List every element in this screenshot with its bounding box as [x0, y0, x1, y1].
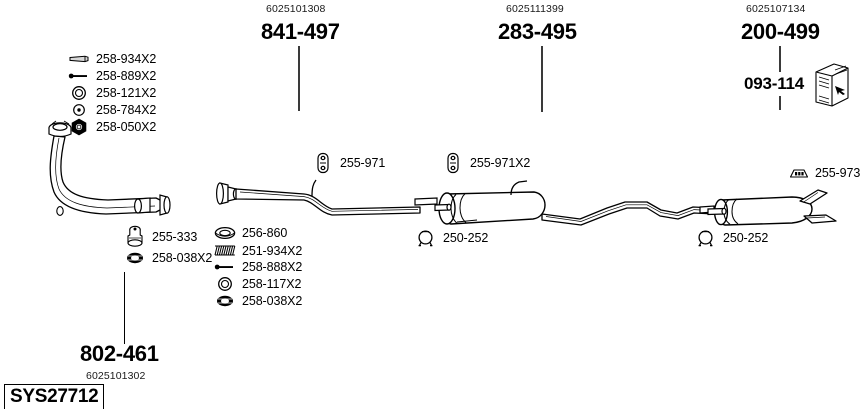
legend-label: 258-038X2	[242, 293, 303, 308]
inline-item-255-973[interactable]: 255-973	[789, 164, 860, 181]
legend-item-258-117[interactable]: 258-117X2	[214, 275, 302, 292]
leader-line-rear-silencer	[779, 46, 781, 72]
hanger-bracket-icon	[789, 165, 809, 180]
sleeve-icon	[68, 51, 90, 66]
inline-item-255-971x2[interactable]: 255-971X2	[442, 152, 531, 173]
centre-silencer-component	[414, 178, 735, 238]
oem-number-front-pipe: 6025101308	[266, 3, 326, 15]
legend-item-256-860[interactable]: 256-860	[214, 223, 302, 242]
legend-item-258-038[interactable]: 258-038X2	[124, 248, 212, 268]
inline-item-255-971[interactable]: 255-971	[312, 152, 386, 173]
bolt-icon	[68, 68, 90, 83]
legend-item-258-050[interactable]: 258-050X2	[68, 118, 156, 135]
rubber-mount-icon	[124, 225, 146, 248]
inline-label: 250-252	[443, 230, 489, 245]
part-number-heat-shield[interactable]: 093-114	[744, 74, 805, 93]
legend-label: 258-038X2	[152, 251, 213, 265]
legend-item-255-333[interactable]: 255-333	[124, 225, 212, 248]
oem-number-centre-silencer: 6025111399	[506, 3, 564, 15]
legend-item-251-934[interactable]: 251-934X2	[214, 242, 302, 259]
legend-label: 256-860	[242, 225, 288, 240]
leader-line-centre-silencer	[541, 46, 543, 112]
leader-line-bottom-callout	[124, 272, 126, 344]
flange-nut-icon	[214, 293, 236, 308]
oem-number-rear-silencer: 6025107134	[746, 3, 806, 15]
legend-item-258-934[interactable]: 258-934X2	[68, 50, 156, 67]
legend-label: 258-117X2	[242, 276, 302, 291]
legend-item-258-889[interactable]: 258-889X2	[68, 67, 156, 84]
part-number-front-pipe[interactable]: 841-497	[261, 19, 340, 44]
legend-label: 251-934X2	[242, 243, 303, 258]
legend-label: 258-121X2	[96, 85, 157, 100]
rear-silencer-component	[699, 185, 860, 240]
leader-line-heat-shield	[779, 96, 781, 110]
clamp-ring-icon	[415, 229, 437, 246]
legend-item-258-038-mid[interactable]: 258-038X2	[214, 292, 302, 309]
part-number-centre-silencer[interactable]: 283-495	[498, 19, 577, 44]
legend-label: 258-934X2	[96, 51, 157, 66]
legend-fasteners-top-left: 258-934X2 258-889X2 258-121X2	[68, 50, 156, 135]
oem-number-bottom: 6025101302	[86, 370, 146, 382]
front-pipe-component	[38, 118, 228, 233]
inline-label: 250-252	[723, 230, 769, 245]
hanger-255-971x2[interactable]: 255-971X2	[442, 152, 531, 173]
leader-line-front-pipe	[298, 46, 300, 111]
legend-front-pipe-mounts: 255-333 258-038X2	[124, 225, 212, 268]
bolt-icon	[214, 260, 236, 275]
legend-item-258-888[interactable]: 258-888X2	[214, 259, 302, 275]
flange-nut-icon	[124, 251, 146, 266]
part-number-bottom[interactable]: 802-461	[80, 341, 159, 366]
heat-shield-component	[812, 60, 852, 110]
inline-item-250-252-centre[interactable]: 250-252	[415, 229, 488, 246]
part-number-rear-silencer[interactable]: 200-499	[741, 19, 820, 44]
inline-label: 255-971	[340, 155, 386, 170]
hanger-255-971[interactable]: 255-971	[312, 152, 386, 173]
system-code-badge[interactable]: SYS27712	[4, 384, 105, 409]
hex-nut-icon	[68, 118, 90, 135]
coil-spring-icon	[214, 243, 236, 258]
clamp-ring-icon	[695, 229, 717, 246]
legend-label: 258-889X2	[96, 68, 157, 83]
inline-item-250-252-rear[interactable]: 250-252	[695, 229, 768, 246]
legend-label: 258-050X2	[96, 119, 157, 134]
legend-item-258-784[interactable]: 258-784X2	[68, 101, 156, 118]
clamp-250-252-centre[interactable]: 250-252	[415, 229, 488, 246]
small-washer-icon	[68, 102, 90, 117]
clamp-250-252-rear[interactable]: 250-252	[695, 229, 768, 246]
hanger-255-973[interactable]: 255-973	[789, 164, 860, 181]
mid-pipe-component	[212, 178, 427, 238]
washer-ring-icon	[214, 276, 236, 291]
legend-item-258-121[interactable]: 258-121X2	[68, 84, 156, 101]
legend-label: 258-784X2	[96, 102, 157, 117]
rubber-hanger-icon	[312, 152, 334, 173]
rubber-hanger-icon	[442, 152, 464, 173]
legend-label: 255-333	[152, 230, 198, 244]
legend-mid-pipe-fasteners: 256-860 251-934X2 258-888X2	[214, 223, 302, 309]
inline-label: 255-971X2	[470, 155, 531, 170]
inline-label: 255-973	[815, 165, 860, 180]
legend-label: 258-888X2	[242, 260, 303, 274]
washer-ring-icon	[68, 85, 90, 100]
gasket-ring-icon	[214, 225, 236, 240]
